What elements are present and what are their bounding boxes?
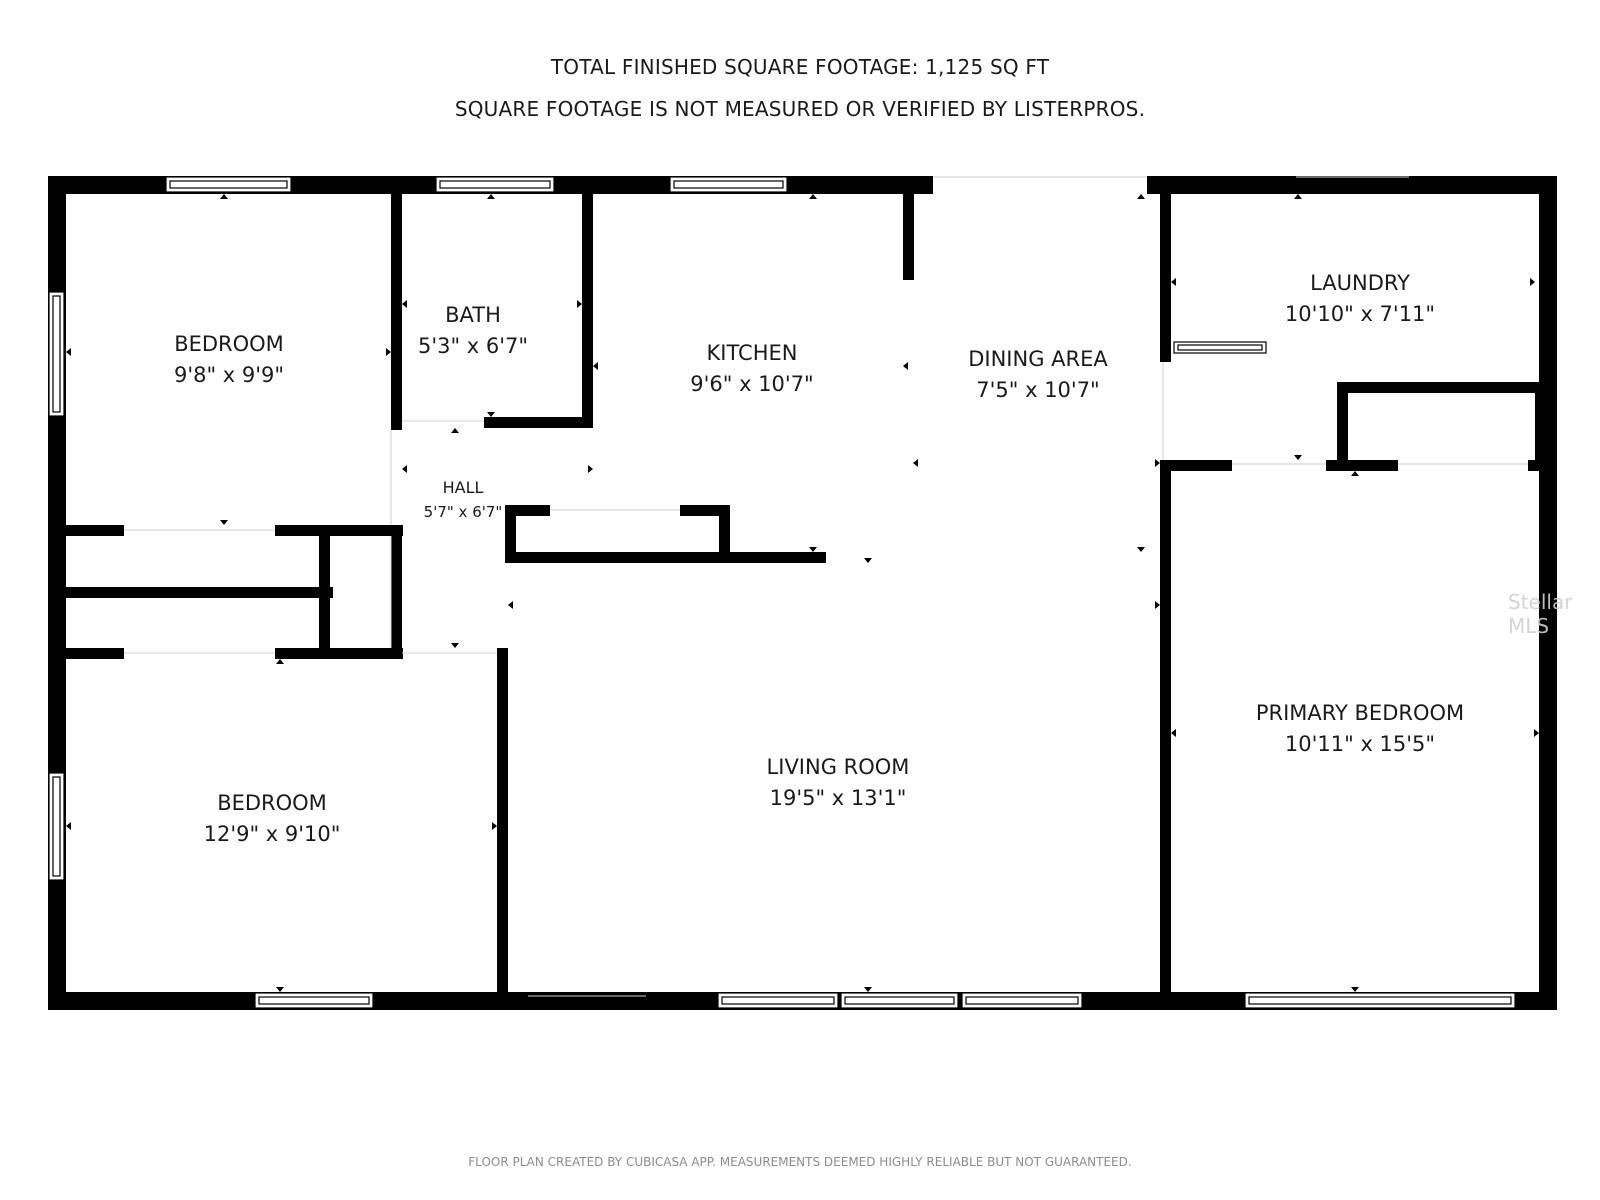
wall-top-right [1147,176,1557,194]
wall-bedroom2-right [497,648,508,1000]
wall-closet-top-a [58,525,124,536]
window-kitchen-top [669,176,788,193]
primary-bedroom-dims: 10'11" x 15'5" [1285,732,1435,756]
window-bedroom2-bottom [254,992,374,1009]
wall-laundry-closet-top [1337,382,1547,393]
wall-peninsula-left [505,505,516,563]
wall-closet-top-b [275,525,403,536]
bedroom2-dims: 12'9" x 9'10" [204,822,341,846]
wall-laundry-left [1160,186,1171,362]
window-bedroom2-left [48,772,65,881]
wall-closet-right [391,525,402,655]
wall-peninsula-top-b [680,505,730,516]
bath-dims: 5'3" x 6'7" [418,334,528,358]
laundry-dims: 10'10" x 7'11" [1285,302,1435,326]
wall-bath-bottom [484,417,593,428]
footer-disclaimer: FLOOR PLAN CREATED BY CUBICASA APP. MEAS… [468,1155,1132,1169]
laundry-shelf [1173,341,1267,354]
hall-dims: 5'7" x 6'7" [424,503,503,521]
dimension-markers [66,194,1539,992]
dining-dims: 7'5" x 10'7" [976,378,1099,402]
wall-laundry-closet-left [1337,382,1348,470]
primary-bedroom-name: PRIMARY BEDROOM [1256,701,1464,725]
dining-name: DINING AREA [968,347,1108,371]
kitchen-dims: 9'6" x 10'7" [690,372,813,396]
living-name: LIVING ROOM [767,755,910,779]
wall-primary-top-a [1165,460,1232,471]
window-living-bottom-b [840,992,959,1009]
wall-bedroom-bath [391,186,402,430]
wall-primary-top-c [1528,460,1545,471]
wall-peninsula-bottom [505,552,826,563]
wall-peninsula-right [719,505,730,563]
window-primary-bottom [1244,992,1516,1009]
window-living-bottom-a [717,992,839,1009]
wall-closet-vert [319,525,330,655]
watermark: Stellar MLS [1508,590,1573,638]
wall-kitchen-stub [903,186,914,280]
window-living-bottom-c [961,992,1083,1009]
wall-closet-mid [58,587,333,598]
bath-name: BATH [445,303,501,327]
wall-primary-left [1160,460,1171,1000]
bedroom2-name: BEDROOM [217,791,327,815]
bedroom1-name: BEDROOM [174,332,284,356]
hall-name: HALL [443,478,484,497]
kitchen-name: KITCHEN [707,341,798,365]
window-bath-top [435,176,555,193]
windows [48,176,1516,1009]
wall-peninsula-top-a [505,505,550,516]
wall-closet-bottom-b [275,648,403,659]
openings [124,176,1528,997]
wall-laundry-closet-right [1535,382,1546,470]
window-bedroom1-top [165,176,292,193]
square-footage-disclaimer: SQUARE FOOTAGE IS NOT MEASURED OR VERIFI… [454,97,1146,121]
total-square-footage: TOTAL FINISHED SQUARE FOOTAGE: 1,125 SQ … [550,55,1050,79]
wall-primary-top-b [1326,460,1398,471]
laundry-name: LAUNDRY [1310,271,1410,295]
wall-bath-right [582,186,593,428]
living-dims: 19'5" x 13'1" [770,786,907,810]
bedroom1-dims: 9'8" x 9'9" [174,363,284,387]
wall-closet-bottom-a [58,648,124,659]
window-bedroom1-left [48,291,65,417]
